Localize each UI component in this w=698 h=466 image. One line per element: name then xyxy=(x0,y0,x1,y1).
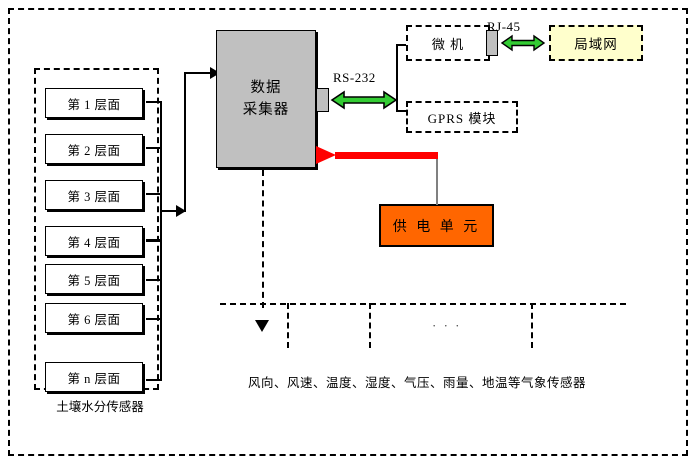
outer-frame xyxy=(8,8,688,456)
gprs-module-box[interactable]: GPRS 模块 xyxy=(406,101,518,133)
layer-label-n: 第 n 层面 xyxy=(67,371,121,386)
met-sensor-drop-1 xyxy=(287,303,289,348)
serial-branch-spine xyxy=(396,44,398,112)
data-collector-box[interactable]: 数据 采集器 xyxy=(216,30,316,168)
layer-box-1[interactable]: 第 1 层面 xyxy=(45,88,143,118)
soil-bus-arrowhead xyxy=(210,67,220,79)
layer-stub-5 xyxy=(146,279,162,281)
met-bus-arrowhead xyxy=(255,320,269,332)
layer-box-4[interactable]: 第 4 层面 xyxy=(45,226,143,256)
rj45-port-icon xyxy=(486,30,498,56)
serial-branch-to-gprs xyxy=(396,110,410,112)
met-bus-drop-from-collector xyxy=(262,170,264,308)
met-sensor-drop-3 xyxy=(531,303,533,348)
rj45-link-arrow xyxy=(500,32,546,59)
rj45-label: RJ-45 xyxy=(487,19,521,34)
layer-stub-3 xyxy=(146,193,162,195)
met-sensor-ellipsis: · · · xyxy=(432,318,462,333)
layer-box-2[interactable]: 第 2 层面 xyxy=(45,134,143,164)
power-riser-line xyxy=(436,155,438,205)
rs232-port-icon xyxy=(316,88,329,112)
layer-stub-1 xyxy=(146,101,162,103)
pc-label: 微 机 xyxy=(431,36,465,52)
lan-label: 局域网 xyxy=(574,37,618,52)
layer-stub-n xyxy=(146,379,162,381)
power-unit-box[interactable]: 供 电 单 元 xyxy=(379,204,494,247)
pc-box[interactable]: 微 机 xyxy=(406,25,490,61)
data-collector-label-line1: 数据 xyxy=(250,79,282,96)
layer-stub-6 xyxy=(146,318,162,320)
rs232-label: RS-232 xyxy=(333,70,376,85)
power-supply-line xyxy=(335,152,438,159)
soil-bus-to-collector xyxy=(184,72,212,74)
met-sensors-label: 风向、风速、温度、湿度、气压、雨量、地温等气象传感器 xyxy=(248,376,587,390)
layer-box-n[interactable]: 第 n 层面 xyxy=(45,362,143,392)
soil-sensor-group-label: 土壤水分传感器 xyxy=(56,400,144,414)
power-unit-label: 供 电 单 元 xyxy=(392,219,481,235)
layer-box-5[interactable]: 第 5 层面 xyxy=(45,264,143,294)
soil-bus-join xyxy=(160,210,186,212)
rs232-link-arrow xyxy=(330,88,398,117)
lan-box[interactable]: 局域网 xyxy=(549,25,643,61)
layer-label-2: 第 2 层面 xyxy=(67,143,121,158)
met-bus-horizontal xyxy=(220,303,626,305)
layer-label-3: 第 3 层面 xyxy=(67,189,121,204)
gprs-label: GPRS 模块 xyxy=(427,110,497,126)
layer-stub-4 xyxy=(146,239,162,242)
layer-label-4: 第 4 层面 xyxy=(67,235,121,250)
layer-box-6[interactable]: 第 6 层面 xyxy=(45,303,143,333)
soil-bus-join-arrowhead xyxy=(176,205,186,217)
serial-branch-to-pc xyxy=(396,44,410,46)
layer-label-6: 第 6 层面 xyxy=(67,312,121,327)
soil-bus-riser xyxy=(184,72,186,212)
data-collector-label-line2: 采集器 xyxy=(242,102,290,118)
layer-label-1: 第 1 层面 xyxy=(67,97,121,112)
layer-box-3[interactable]: 第 3 层面 xyxy=(45,180,143,210)
power-supply-arrowhead xyxy=(316,146,336,164)
layer-label-5: 第 5 层面 xyxy=(67,273,121,288)
layer-stub-2 xyxy=(146,147,162,149)
met-sensor-drop-2 xyxy=(369,303,371,348)
